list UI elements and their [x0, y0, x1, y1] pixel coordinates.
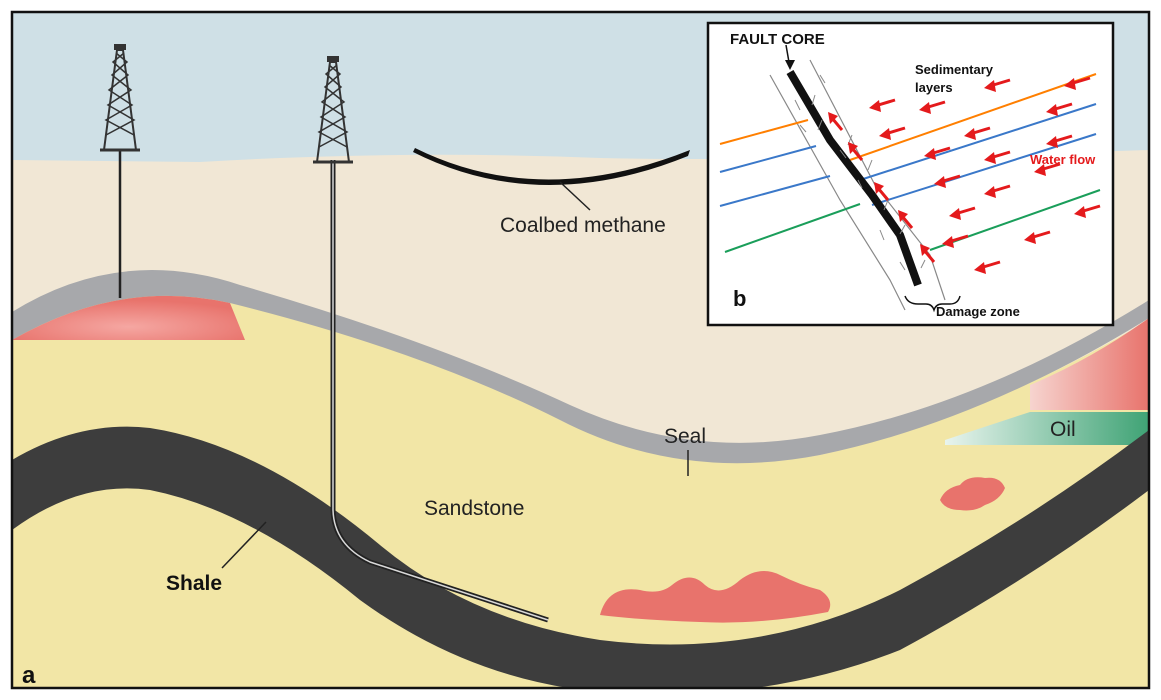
- water-flow-arrow: [924, 146, 951, 160]
- water-flow-arrow: [1034, 162, 1061, 176]
- water-flow-arrow: [934, 174, 961, 188]
- water-flow-arrow: [1074, 204, 1101, 218]
- outer-frame-border: [10, 10, 1151, 690]
- water-flow-arrow: [1046, 134, 1073, 148]
- water-flow-arrow: [1064, 76, 1091, 90]
- oil-accumulation: [945, 412, 1149, 445]
- shale-leader: [221, 521, 267, 569]
- fault-core: [786, 69, 922, 287]
- water-flow-arrow: [942, 234, 969, 248]
- shale-layer: [12, 426, 1149, 688]
- fault-flow-arrow: [874, 182, 890, 201]
- shale-label: Shale: [166, 572, 222, 595]
- coalbed-leader: [559, 181, 591, 211]
- coalbed-methane-label: Coalbed methane: [500, 214, 666, 237]
- water-flow-arrow: [1024, 230, 1051, 244]
- sedimentary-label-line2: layers: [915, 80, 953, 95]
- fault-flow-arrow: [848, 142, 864, 161]
- damage-zone-outline: [769, 59, 946, 311]
- sandstone-layer: [12, 293, 1149, 688]
- green-layer-left: [724, 203, 861, 253]
- seal-layer: [12, 270, 1149, 464]
- panel-b-letter: b: [733, 286, 746, 311]
- orange-layer-left: [719, 119, 809, 145]
- water-flow-label: Water flow: [1030, 152, 1096, 167]
- panel-a-letter: a: [22, 662, 36, 689]
- water-flow-arrow: [984, 184, 1011, 198]
- well-bore-horizontal-core: [332, 160, 549, 621]
- drilling-rig-icon: [313, 56, 353, 164]
- water-flow-arrow: [949, 206, 976, 220]
- orange-layer-right: [849, 73, 1097, 161]
- fault-flow-arrow: [920, 244, 936, 263]
- water-flow-arrows: [828, 76, 1101, 274]
- blue-layer-right-1: [859, 103, 1097, 181]
- gas-blob-lower: [600, 571, 831, 623]
- water-flow-arrow: [869, 98, 896, 112]
- blue-layer-left-2: [719, 175, 831, 207]
- gas-cap-right: [1030, 318, 1149, 410]
- fault-core-label: FAULT CORE: [730, 31, 825, 48]
- water-flow-arrow: [1046, 102, 1073, 116]
- water-flow-arrow: [879, 126, 906, 140]
- water-flow-arrow: [919, 100, 946, 114]
- fault-flow-arrow: [828, 112, 844, 131]
- panel-b-frame: [706, 21, 1115, 327]
- panel-b-inset: FAULT CORE Sedimentary layers Water flow…: [706, 21, 1115, 327]
- damage-zone-hatches: [794, 74, 926, 271]
- blue-layer-left-1: [719, 145, 817, 173]
- water-flow-arrow: [964, 126, 991, 140]
- damage-zone-bracket: [904, 295, 961, 313]
- damage-zone-label: Damage zone: [936, 304, 1020, 319]
- gas-pocket-left: [12, 295, 245, 340]
- sedimentary-label-line1: Sedimentary: [915, 62, 994, 77]
- drilling-rig-icon: [100, 44, 140, 152]
- blue-layer-right-2: [871, 133, 1097, 206]
- oil-label: Oil: [1050, 418, 1076, 441]
- sandstone-label: Sandstone: [424, 497, 524, 520]
- fault-core-pointer-head: [785, 60, 795, 70]
- gas-blob-small: [940, 477, 1005, 511]
- seal-label: Seal: [664, 425, 706, 448]
- coalbed-seam: [413, 148, 690, 186]
- fault-flow-arrow: [898, 210, 914, 229]
- water-flow-arrow: [984, 150, 1011, 164]
- water-flow-arrow: [984, 78, 1011, 92]
- water-flow-arrow: [974, 260, 1001, 274]
